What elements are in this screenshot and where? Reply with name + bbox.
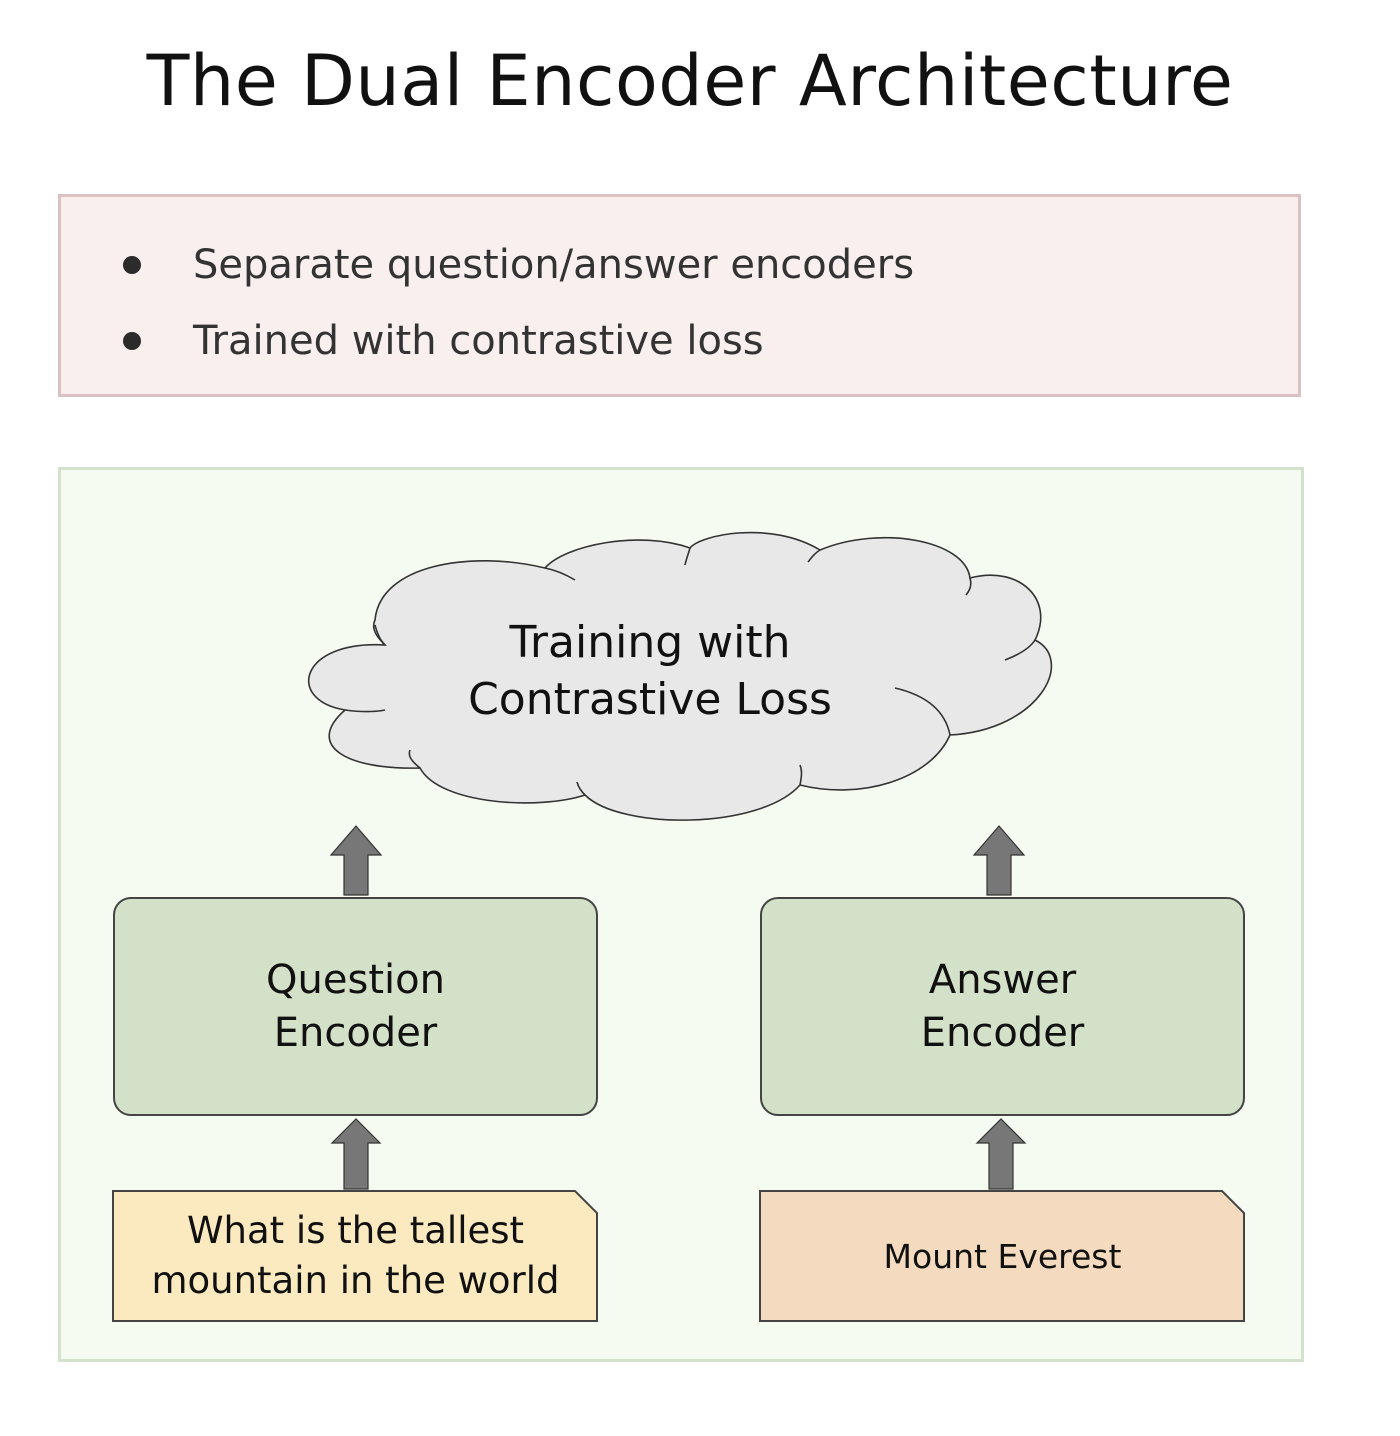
- question-input-shape: [112, 1190, 598, 1322]
- answer-encoder-box: Answer Encoder: [760, 897, 1245, 1116]
- cloud-shape: [307, 531, 1053, 821]
- answer-input: Mount Everest: [760, 1190, 1245, 1322]
- question-input-label: What is the tallest mountain in the worl…: [151, 1209, 560, 1302]
- answer-encoder-label: Answer Encoder: [920, 956, 1085, 1056]
- question-encoder-label: Question Encoder: [266, 956, 445, 1056]
- bullet-dot-icon: [123, 256, 141, 274]
- cloud-label-line: Training with: [509, 617, 791, 668]
- answer-input-label: Mount Everest: [883, 1236, 1122, 1276]
- bullet-box: Separate question/answer encoders Traine…: [58, 194, 1301, 397]
- cloud-label-line: Contrastive Loss: [468, 674, 832, 725]
- question-input: What is the tallest mountain in the worl…: [113, 1190, 598, 1322]
- answer-input-shape: [759, 1190, 1245, 1322]
- arrow-up-icon: [975, 1118, 1027, 1190]
- bullet-text: Trained with contrastive loss: [193, 318, 764, 364]
- cloud-label: Training with Contrastive Loss: [400, 614, 900, 728]
- slide-title: The Dual Encoder Architecture: [146, 40, 1234, 122]
- question-encoder-box: Question Encoder: [113, 897, 598, 1116]
- arrow-up-icon: [330, 1118, 382, 1190]
- arrow-up-icon: [972, 825, 1026, 896]
- arrow-up-icon: [329, 825, 383, 896]
- bullet-text: Separate question/answer encoders: [193, 242, 915, 288]
- bullet-dot-icon: [123, 332, 141, 350]
